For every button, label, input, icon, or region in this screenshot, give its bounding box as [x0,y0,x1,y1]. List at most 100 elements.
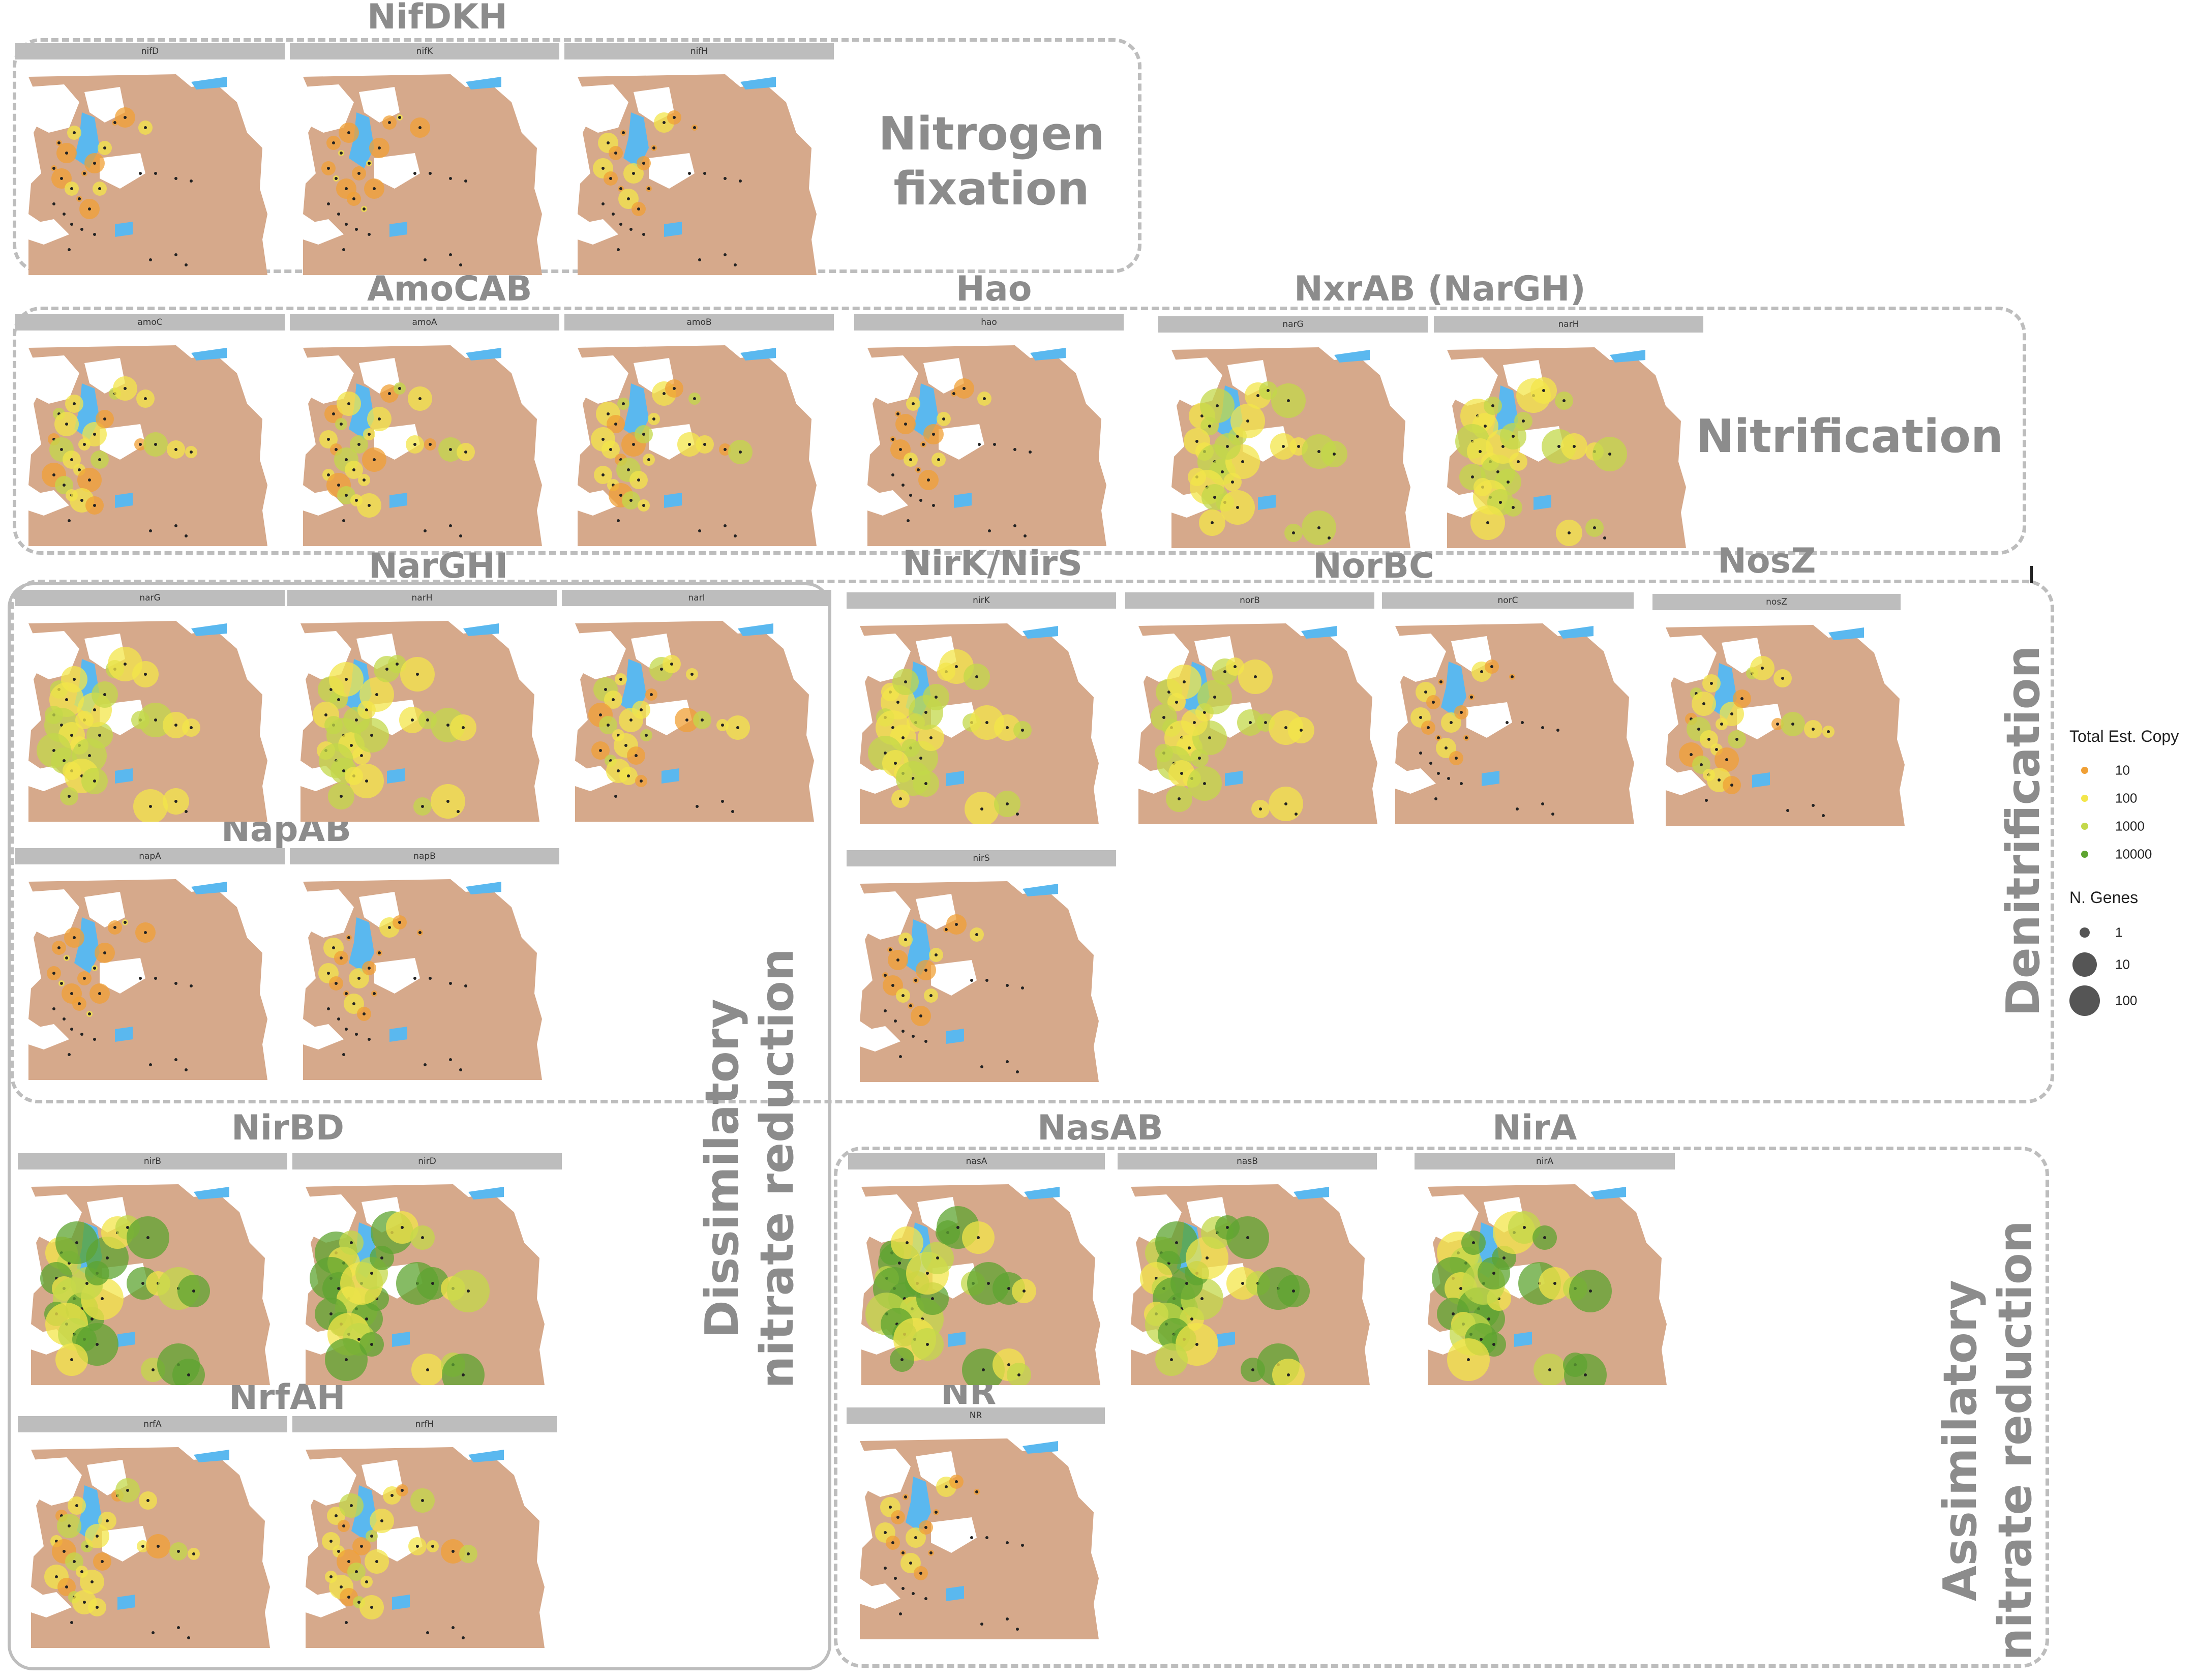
site-dot [174,1058,177,1061]
site-dot [1700,763,1703,766]
site-dot [645,734,648,737]
map-svg [31,1447,270,1648]
site-dot [426,718,429,722]
site-dot [103,417,106,421]
site-dot [891,473,894,476]
site-dot [144,931,147,934]
site-dot [357,172,360,175]
site-dot [891,726,894,729]
site-dot [398,921,401,924]
site-dot [154,172,157,175]
site-dot [1460,711,1463,714]
site-dot [1427,726,1430,729]
site-dot [449,524,452,527]
gene-group-title: NirBD [231,1108,345,1148]
map-svg [1395,623,1634,824]
site-dot [60,724,63,727]
site-dot [340,1585,343,1588]
site-dot [1445,746,1448,749]
site-dot [901,1587,905,1590]
site-dot [734,534,737,537]
site-dot [1697,728,1700,731]
site-dot [327,167,330,170]
site-dot [1705,799,1708,802]
site-dot [1496,470,1499,473]
site-dot [1203,782,1206,785]
site-dot [1223,670,1226,673]
site-dot [380,1519,383,1522]
site-dot [909,1562,912,1565]
site-dot [174,253,177,256]
site-dot [1730,784,1733,787]
site-dot [63,759,66,762]
site-bubble [172,1359,205,1385]
site-dot [652,146,655,149]
site-dot [190,179,193,183]
site-dot [1213,696,1216,699]
site-dot [342,769,345,772]
site-dot [462,726,465,729]
site-dot [617,769,620,772]
gene-strip-label: nirS [847,850,1116,866]
site-dot [619,494,622,497]
site-dot [1295,813,1298,816]
site-dot [919,757,922,760]
site-dot [83,172,86,175]
site-dot [413,443,416,446]
site-dot [352,1002,355,1005]
site-dot [345,187,348,190]
site-dot [144,126,147,129]
site-dot [93,162,96,165]
site-dot [103,146,106,149]
site-dot [83,443,86,446]
site-dot [1480,1338,1483,1341]
site-dot [174,982,177,985]
site-dot [426,1631,429,1634]
site-dot [80,228,83,231]
site-dot [332,412,335,415]
site-dot [599,749,602,752]
site-dot [65,152,68,155]
site-dot [327,438,330,441]
site-dot [899,797,902,800]
map-svg [28,621,267,822]
site-dot [144,673,147,676]
site-dot [190,726,193,729]
site-dot [126,1489,129,1492]
site-dot [1551,813,1554,816]
site-dot [1603,536,1606,539]
site-dot [919,1014,922,1017]
site-dot [347,1596,350,1599]
site-dot [1720,723,1723,726]
site-dot [370,1535,373,1538]
site-dot [1264,721,1267,724]
site-dot [431,1282,434,1285]
sea-shape [860,1449,977,1609]
site-dot [904,938,907,941]
map-svg [300,621,539,822]
site-dot [936,1256,939,1259]
sea-shape [1447,357,1564,518]
site-dot [57,946,61,949]
site-dot [599,713,602,716]
site-dot [721,800,724,803]
site-dot [65,956,68,959]
site-dot [187,1636,190,1639]
site-dot [363,207,366,211]
site-dot [335,177,338,180]
site-dot [985,721,988,724]
site-dot [1180,772,1183,775]
site-dot [345,494,348,497]
gene-group-title: Hao [956,269,1032,309]
legend-size-item: 1 [2069,917,2179,948]
site-dot [673,116,676,119]
site-dot [1287,399,1290,402]
site-dot [335,982,338,985]
site-dot [607,724,610,727]
site-dot [332,946,335,949]
site-dot [337,1550,340,1553]
site-dot [739,451,742,454]
site-dot [88,478,91,482]
site-dot [103,693,106,696]
site-dot [1491,404,1494,407]
